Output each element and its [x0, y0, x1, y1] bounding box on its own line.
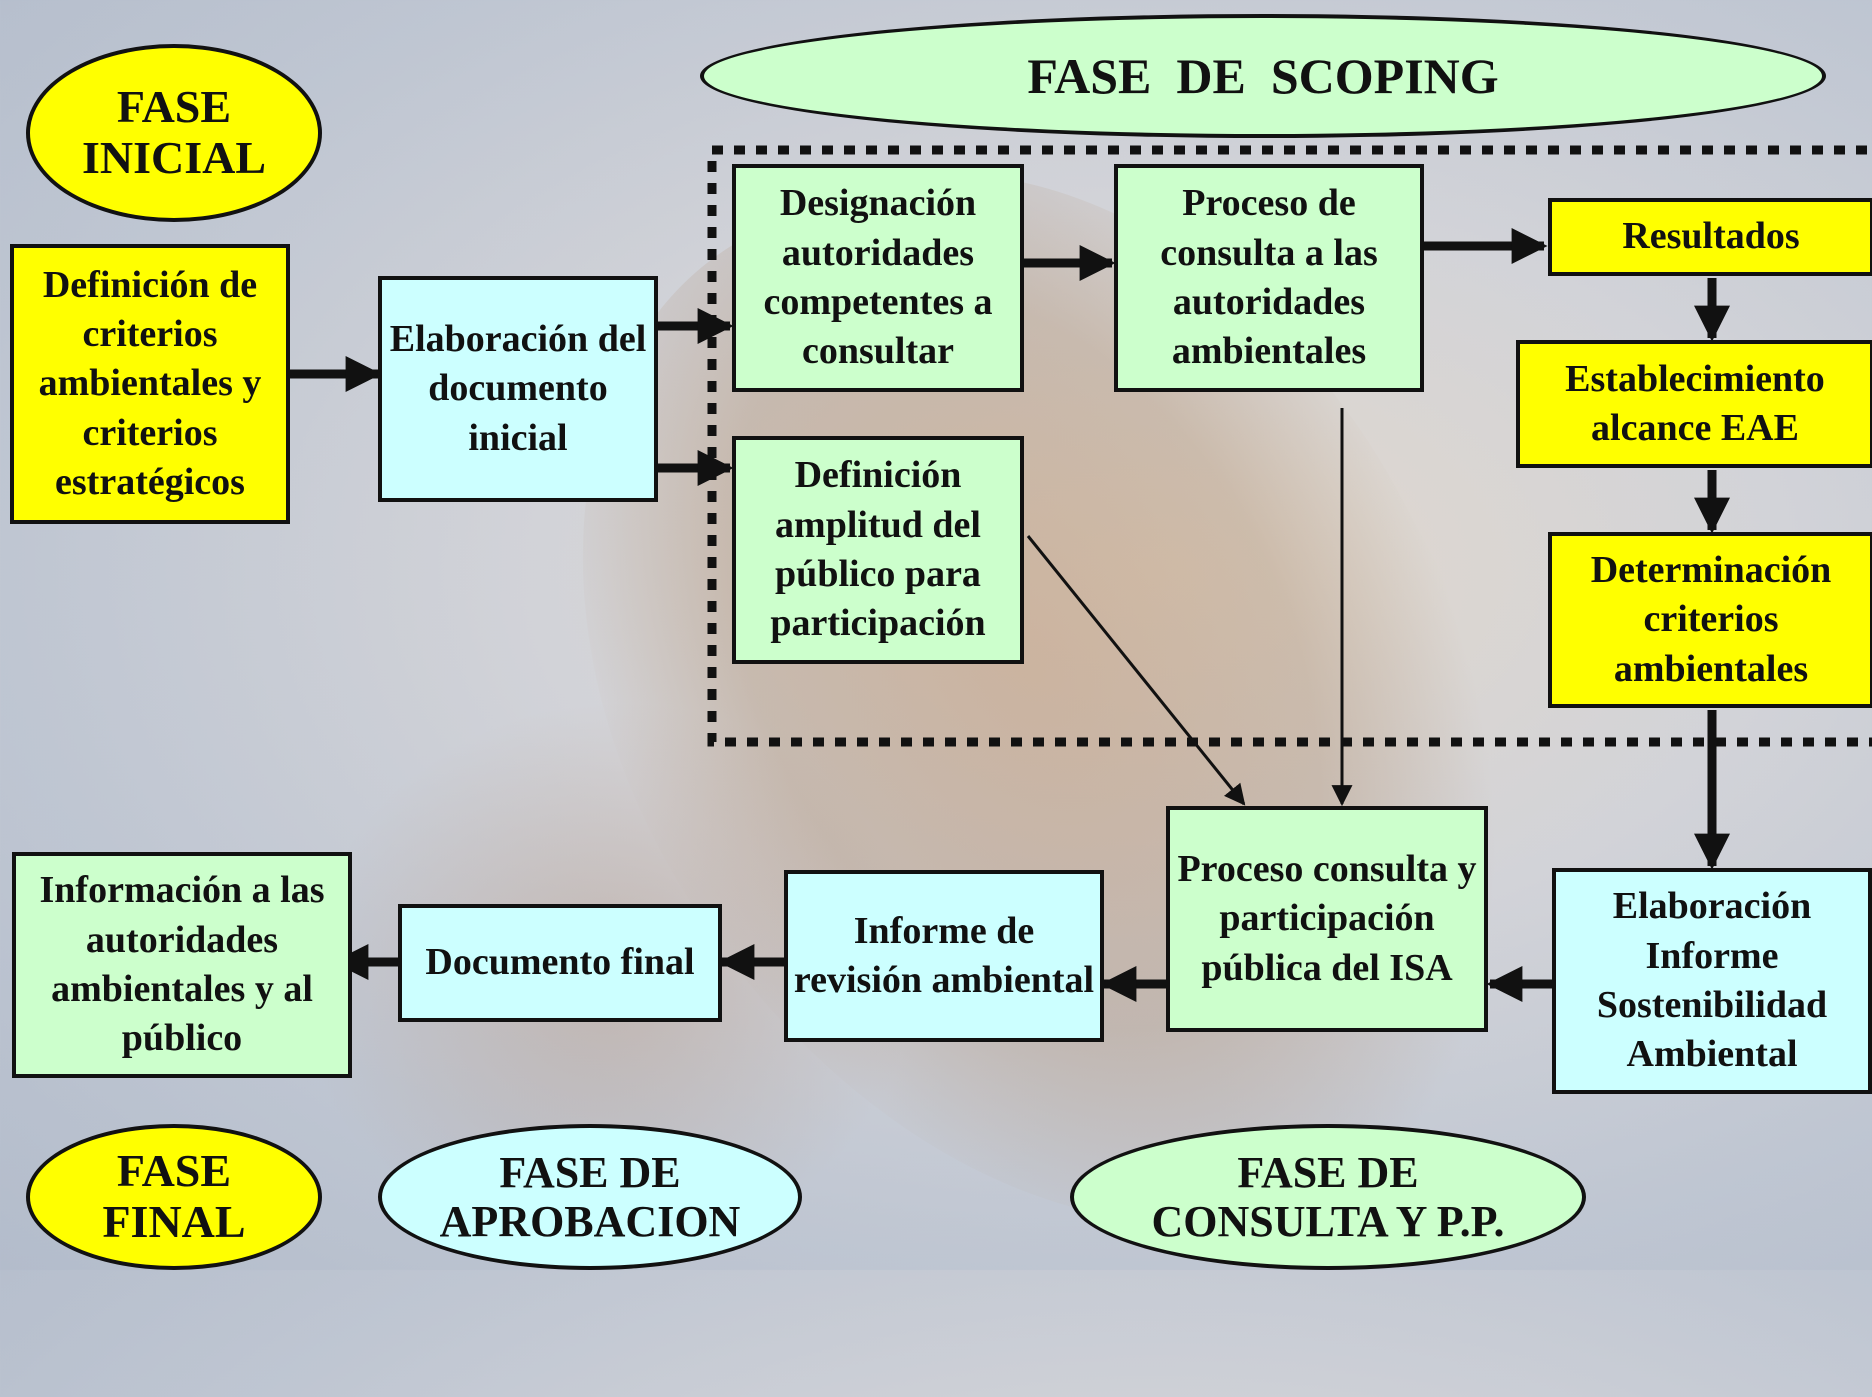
phase-final-oval: FASE FINAL — [26, 1124, 322, 1270]
box-elaboracion-isa: Elaboración Informe Sostenibilidad Ambie… — [1552, 868, 1872, 1094]
box-designacion-autoridades-text: Designación autoridades competentes a co… — [763, 182, 993, 373]
phase-aprobacion-label: FASE DE APROBACION — [439, 1147, 741, 1246]
scoping-region-border — [707, 145, 1872, 747]
phase-consulta-oval: FASE DE CONSULTA Y P.P. — [1070, 1124, 1586, 1270]
phase-inicial-oval: FASE INICIAL — [26, 44, 322, 222]
box-establecimiento-alcance-text: Establecimiento alcance EAE — [1565, 357, 1825, 449]
box-definicion-criterios: Definición de criterios ambientales y cr… — [10, 244, 290, 524]
box-determinacion-criterios: Determinación criterios ambientales — [1548, 532, 1872, 708]
phase-aprobacion-oval: FASE DE APROBACION — [378, 1124, 802, 1270]
box-elaboracion-documento: Elaboración del documento inicial — [378, 276, 658, 502]
box-establecimiento-alcance: Establecimiento alcance EAE — [1516, 340, 1872, 468]
box-designacion-autoridades: Designación autoridades competentes a co… — [732, 164, 1024, 392]
box-determinacion-criterios-text: Determinación criterios ambientales — [1590, 548, 1832, 690]
box-resultados: Resultados — [1548, 198, 1872, 276]
box-documento-final-text: Documento final — [425, 941, 695, 984]
arrow-amplitud-to-participacion — [1026, 535, 1246, 806]
box-definicion-amplitud: Definición amplitud del público para par… — [732, 436, 1024, 664]
box-informacion-autoridades-text: Información a las autoridades ambientale… — [39, 869, 325, 1060]
phase-scoping-label: FASE DE SCOPING — [1027, 48, 1499, 104]
box-resultados-text: Resultados — [1622, 215, 1800, 258]
box-definicion-amplitud-text: Definición amplitud del público para par… — [770, 454, 986, 645]
box-documento-final: Documento final — [398, 904, 722, 1022]
box-definicion-criterios-text: Definición de criterios ambientales y cr… — [38, 263, 262, 504]
box-proceso-participacion-isa: Proceso consulta y participación pública… — [1166, 806, 1488, 1032]
box-proceso-participacion-isa-text: Proceso consulta y participación pública… — [1177, 847, 1477, 989]
box-elaboracion-isa-text: Elaboración Informe Sostenibilidad Ambie… — [1596, 885, 1828, 1076]
box-proceso-consulta-autoridades-text: Proceso de consulta a las autoridades am… — [1160, 182, 1378, 373]
phase-scoping-oval: FASE DE SCOPING — [700, 14, 1826, 138]
box-elaboracion-documento-text: Elaboración del documento inicial — [389, 317, 647, 459]
box-informe-revision: Informe de revisión ambiental — [784, 870, 1104, 1042]
phase-final-label: FASE FINAL — [102, 1145, 246, 1247]
phase-inicial-label: FASE INICIAL — [81, 81, 267, 183]
box-informacion-autoridades: Información a las autoridades ambientale… — [12, 852, 352, 1078]
box-informe-revision-text: Informe de revisión ambiental — [793, 909, 1095, 1001]
box-proceso-consulta-autoridades: Proceso de consulta a las autoridades am… — [1114, 164, 1424, 392]
phase-consulta-label: FASE DE CONSULTA Y P.P. — [1151, 1147, 1505, 1246]
